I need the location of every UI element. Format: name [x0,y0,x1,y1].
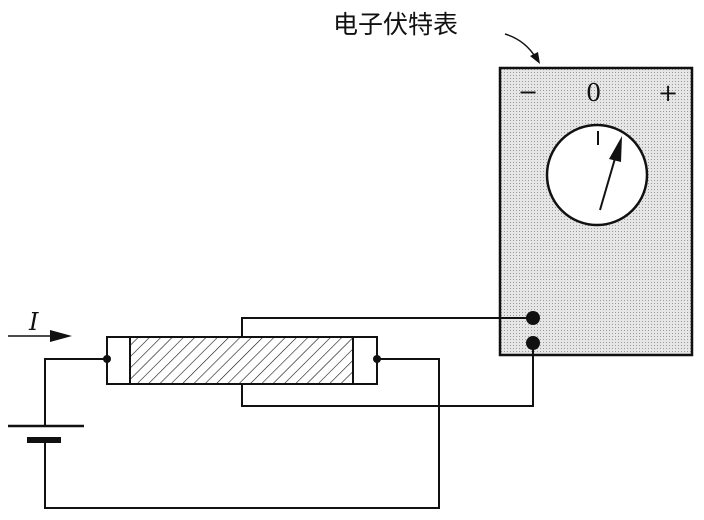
title-pointer-line [504,33,537,59]
current-arrow-head [50,330,72,342]
terminal-top [526,311,540,325]
meter-dial [545,123,649,227]
contact-left [103,355,111,363]
plus-label: + [658,79,678,107]
wire-return [44,358,440,509]
probe-wire-bottom [241,343,534,407]
wire-left [44,358,105,426]
probe-wire-top [241,317,530,337]
meter-needle [599,154,617,211]
current-label: I [28,308,39,336]
needle-arrowhead [609,136,622,162]
zero-label: 0 [586,79,601,107]
minus-label: − [518,78,538,106]
meter-title: 电子伏特表 [333,10,458,39]
title-pointer-arrowhead [530,52,540,64]
contact-right [373,355,381,363]
sample-hatched [129,336,354,385]
